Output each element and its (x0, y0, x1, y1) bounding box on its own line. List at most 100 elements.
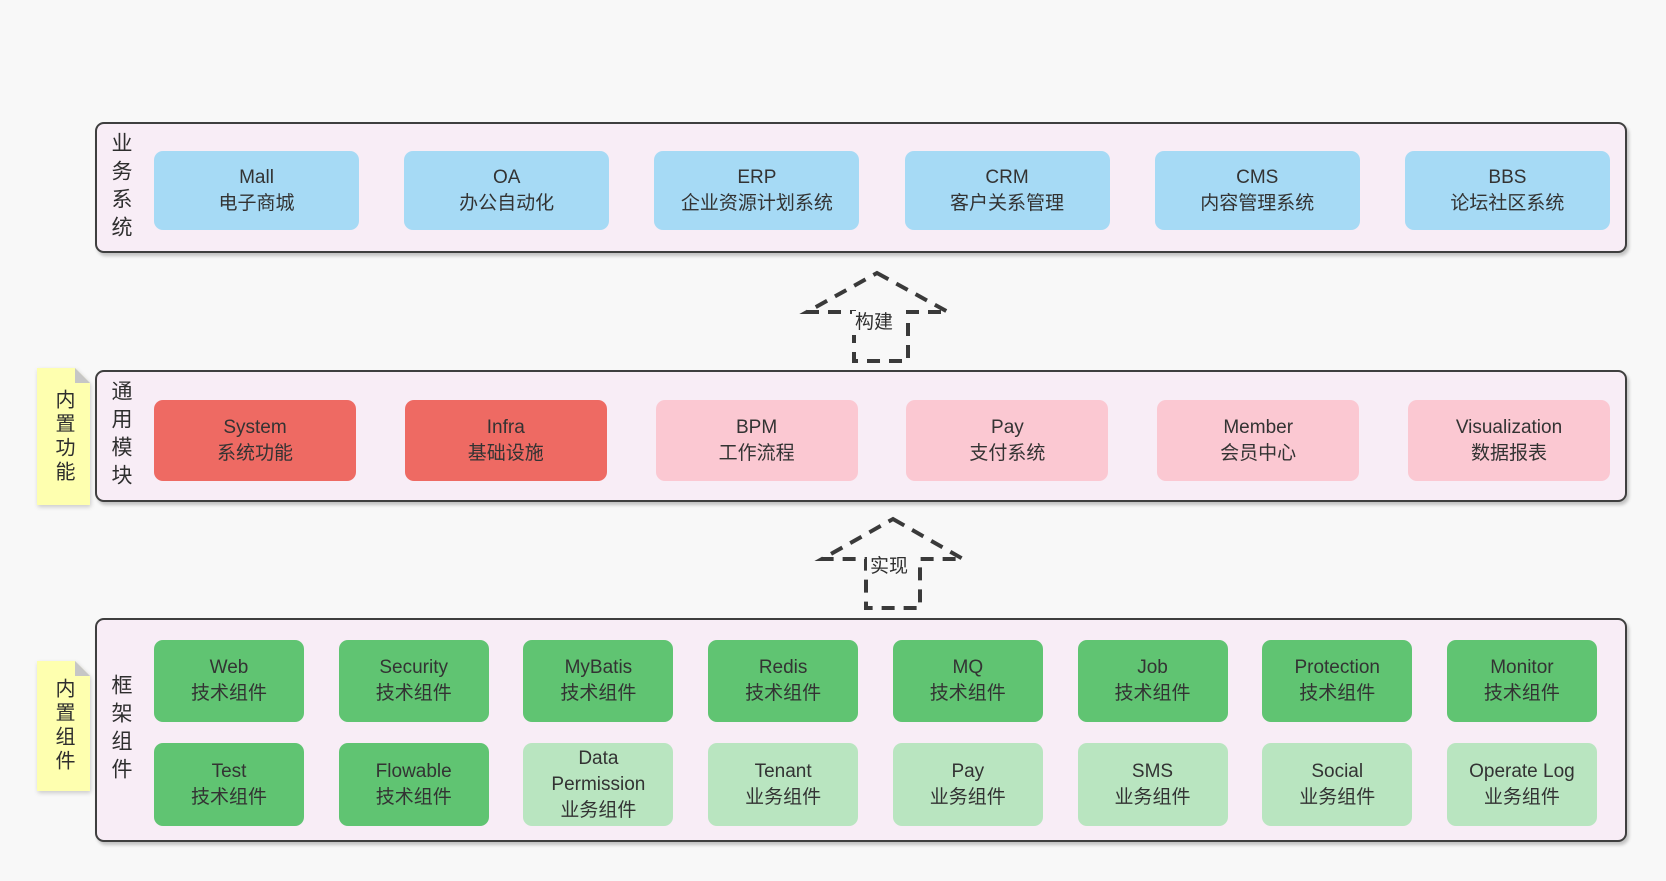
box-subtitle: 技术组件 (190, 786, 267, 808)
box-cms: CMS 内容管理系统 (1154, 151, 1360, 230)
box-subtitle: 业务组件 (929, 786, 1006, 808)
box-title: Test (211, 760, 247, 782)
common-modules-layer: 通用模块 System 系统功能 Infra 基础设施 BPM 工作流程 Pay 支付系… (95, 370, 1627, 502)
business-box-row: Mall 电子商城 OA 办公自动化 ERP 企业资源计划系统 CRM 客户关系管理 C… (154, 151, 1610, 230)
layer-label-business: 业务系统 (109, 131, 132, 244)
box-subtitle: 技术组件 (190, 683, 267, 704)
box-system: System 系统功能 (154, 400, 356, 481)
box-title: Flowable (375, 760, 452, 782)
box-job: Job 技术组件 (1077, 640, 1228, 722)
box-oa: OA 办公自动化 (404, 151, 610, 230)
box-title: Mall (239, 166, 274, 188)
sticky-note-paper (37, 661, 90, 791)
components-box-row-2: Test 技术组件 Flowable 技术组件 Data Permission 业务组… (154, 743, 1597, 826)
box-data-permission: Data Permission 业务组件 (523, 743, 674, 826)
box-title: CRM (985, 166, 1029, 188)
box-tenant: Tenant 业务组件 (708, 743, 859, 826)
box-subtitle: 办公自动化 (459, 192, 555, 214)
box-security: Security 技术组件 (338, 640, 489, 722)
layer-label-modules: 通用模块 (109, 380, 132, 492)
box-subtitle: 客户关系管理 (950, 192, 1065, 214)
box-subtitle: 技术组件 (929, 683, 1006, 704)
box-crm: CRM 客户关系管理 (904, 151, 1110, 230)
box-title: Visualization (1455, 416, 1563, 438)
box-title: ERP (737, 166, 777, 188)
box-title: Job (1137, 657, 1168, 678)
box-subtitle: 数据报表 (1470, 442, 1547, 464)
box-title: BPM (736, 416, 778, 438)
box-subtitle: 内容管理系统 (1200, 192, 1315, 214)
sticky-note-text: 内置组件 (52, 678, 74, 774)
box-subtitle: 工作流程 (718, 442, 795, 464)
box-title: SMS (1131, 760, 1174, 782)
box-title: Infra (486, 416, 525, 438)
box-subtitle: 系统功能 (216, 442, 293, 464)
box-subtitle: 企业资源计划系统 (680, 192, 833, 214)
box-title: Protection (1294, 657, 1380, 678)
box-mybatis: MyBatis 技术组件 (523, 640, 674, 722)
box-subtitle: 业务组件 (1483, 786, 1560, 808)
box-subtitle: 技术组件 (375, 683, 452, 704)
sticky-note-builtin-components: 内置组件 (37, 661, 90, 791)
sticky-note-text: 内置功能 (52, 388, 74, 485)
box-protection: Protection 技术组件 (1262, 640, 1413, 722)
folded-corner-icon (75, 368, 90, 383)
box-title: Pay (991, 416, 1024, 438)
box-title: Operate Log (1469, 760, 1575, 782)
box-subtitle: 技术组件 (1114, 683, 1191, 704)
arrow-implement-label: 实现 (867, 555, 912, 579)
box-redis: Redis 技术组件 (708, 640, 859, 722)
box-title: Tenant (754, 760, 812, 782)
box-title: CMS (1236, 166, 1279, 188)
box-title: System (223, 416, 287, 438)
box-subtitle: 技术组件 (375, 786, 452, 808)
box-test: Test 技术组件 (154, 743, 304, 826)
box-subtitle: 技术组件 (745, 683, 822, 704)
box-subtitle: 技术组件 (1299, 683, 1376, 704)
box-subtitle: 业务组件 (1299, 786, 1376, 808)
box-bbs: BBS 论坛社区系统 (1404, 151, 1610, 230)
sticky-note-paper (37, 368, 90, 505)
box-subtitle: 业务组件 (745, 786, 822, 808)
box-subtitle: 支付系统 (969, 442, 1046, 464)
box-subtitle: 业务组件 (1114, 786, 1191, 808)
box-title: MQ (952, 657, 984, 678)
box-subtitle: 会员中心 (1220, 442, 1297, 464)
box-bpm: BPM 工作流程 (655, 400, 858, 481)
box-title: Redis (758, 657, 808, 678)
box-infra: Infra 基础设施 (404, 400, 607, 481)
box-operate-log: Operate Log 业务组件 (1446, 743, 1597, 826)
box-visualization: Visualization 数据报表 (1407, 400, 1610, 481)
up-arrow-build (799, 270, 949, 363)
box-subtitle: 基础设施 (467, 442, 544, 464)
box-monitor: Monitor 技术组件 (1446, 640, 1597, 722)
box-pay-module: Pay 支付系统 (906, 400, 1109, 481)
box-subtitle: 技术组件 (560, 683, 637, 704)
box-title: BBS (1488, 166, 1527, 188)
box-title: Pay (951, 760, 985, 782)
box-title: OA (492, 166, 521, 188)
box-subtitle: 论坛社区系统 (1450, 192, 1565, 214)
box-title: MyBatis (564, 657, 633, 678)
box-title: Security (379, 657, 449, 678)
box-subtitle: 技术组件 (1483, 683, 1560, 704)
modules-box-row: System 系统功能 Infra 基础设施 BPM 工作流程 Pay 支付系统 Mem… (154, 400, 1610, 481)
box-pay-component: Pay 业务组件 (892, 743, 1043, 826)
box-subtitle: 业务组件 (560, 799, 637, 821)
box-erp: ERP 企业资源计划系统 (654, 151, 860, 230)
box-mq: MQ 技术组件 (892, 640, 1043, 722)
box-title: Data Permission (551, 747, 646, 795)
business-systems-layer: 业务系统 Mall 电子商城 OA 办公自动化 ERP 企业资源计划系统 CRM 客户关… (95, 122, 1627, 253)
up-arrow-implement (814, 516, 971, 610)
layer-label-components: 框架组件 (109, 674, 132, 786)
arrow-build-label: 构建 (852, 311, 897, 335)
box-subtitle: 电子商城 (218, 192, 295, 214)
box-title: Monitor (1490, 657, 1554, 678)
box-mall: Mall 电子商城 (154, 151, 359, 230)
sticky-note-builtin-features: 内置功能 (37, 368, 90, 505)
